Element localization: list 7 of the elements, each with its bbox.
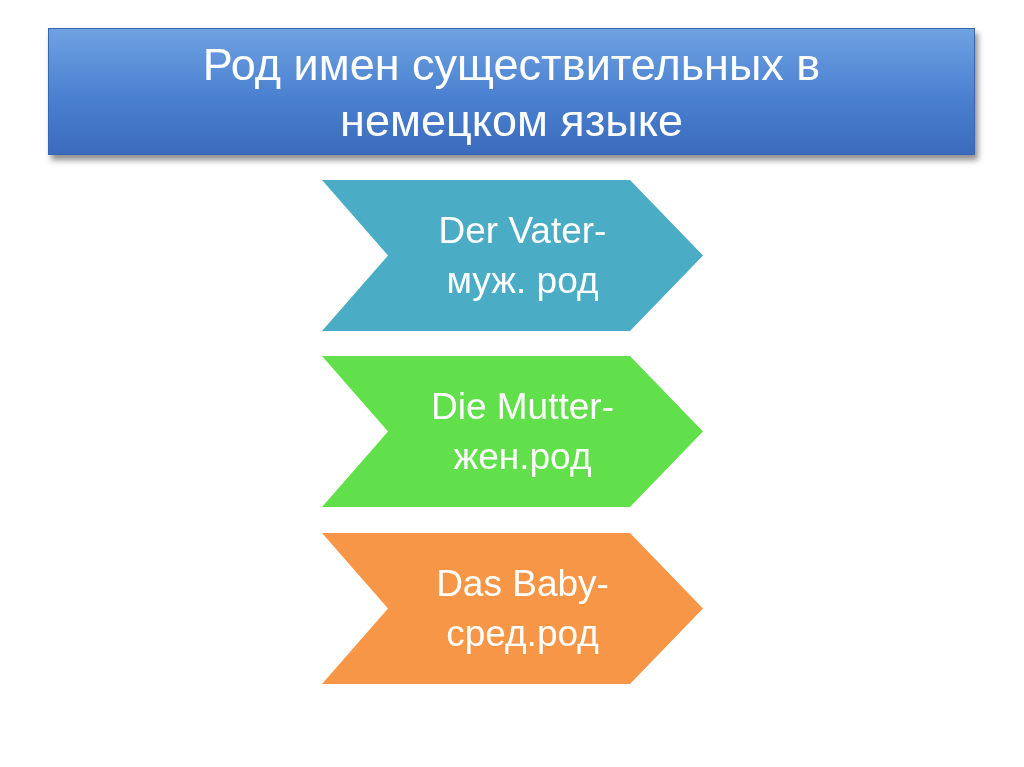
title-banner: Род имен существительных в немецком языке [48,28,975,155]
chevron-block [322,533,703,684]
chevron-block [322,180,703,331]
block-label: Der Vater- муж. род [437,208,608,303]
block-label: Die Mutter- жен.род [430,384,615,479]
chevron-block [322,356,703,507]
block-label: Das Baby- сред.род [435,561,610,656]
